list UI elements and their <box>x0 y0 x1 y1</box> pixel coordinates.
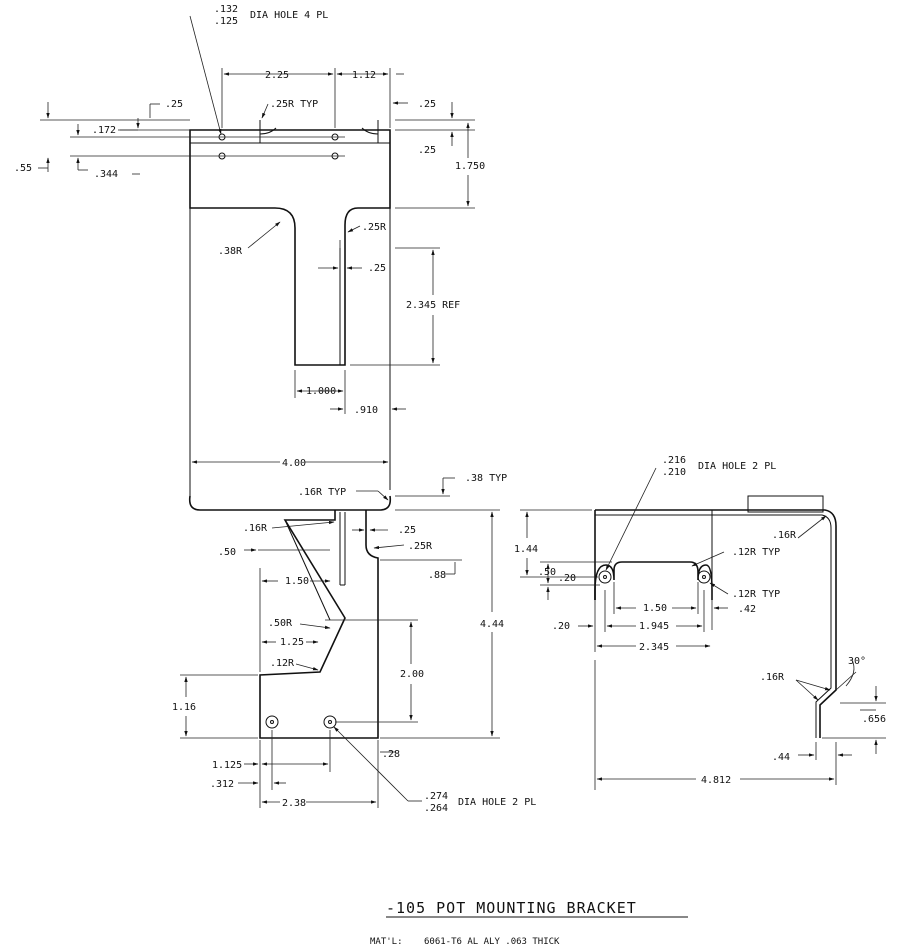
side-hole-1-center <box>603 575 607 579</box>
side-dim-1945: 1.945 <box>639 621 669 632</box>
side-dim-150: 1.50 <box>643 603 667 614</box>
dim-088: .88 <box>428 570 446 581</box>
side-hole-2 <box>697 570 711 584</box>
front-view-cut-line <box>284 519 331 621</box>
side-dim-042: .42 <box>738 604 756 615</box>
dim-200: 2.00 <box>400 669 424 680</box>
dim-025-d: .25 <box>368 263 386 274</box>
material-value: 6061-T6 AL ALY .063 THICK <box>424 937 560 947</box>
front-hole-2-center <box>328 720 332 724</box>
dim-012r: .12R <box>270 658 295 669</box>
side-view-outline <box>595 509 837 738</box>
dim-025: .25 <box>398 525 416 536</box>
dim-116: 1.16 <box>172 702 196 713</box>
side-hole-2-center <box>702 575 706 579</box>
side-hole-note: DIA HOLE 2 PL <box>698 461 776 472</box>
top-hole-dia-hi: .132 <box>214 4 238 15</box>
material-label: MAT'L: <box>370 937 403 947</box>
side-view-slot-profile <box>594 561 713 600</box>
dim-125: 1.25 <box>280 637 304 648</box>
side-dim-050: .50 <box>538 567 556 578</box>
side-dim-044: .44 <box>772 752 790 763</box>
top-view-tab-cutout <box>259 120 379 144</box>
dim-238: 2.38 <box>282 798 306 809</box>
side-dim-2345: 2.345 <box>639 642 669 653</box>
front-view-body <box>259 510 379 739</box>
side-dim-020-b: .20 <box>552 621 570 632</box>
side-view-tab <box>747 495 824 513</box>
front-hole-1 <box>265 715 279 729</box>
dim-400: 4.00 <box>282 458 306 469</box>
dim-050r: .50R <box>268 618 293 629</box>
front-view-flange <box>188 495 392 511</box>
side-dim-016r-b: .16R <box>760 672 785 683</box>
drawing-title: -105 POT MOUNTING BRACKET <box>386 899 637 917</box>
dim-016r: .16R <box>243 523 268 534</box>
side-dim-0656: .656 <box>862 714 886 725</box>
side-dim-012r-typ-b: .12R TYP <box>732 589 780 600</box>
side-dim-144: 1.44 <box>514 544 538 555</box>
side-hole-dia-hi: .216 <box>662 455 686 466</box>
dim-1750: 1.750 <box>455 161 485 172</box>
dim-025-b: .25 <box>418 99 436 110</box>
side-view-inner <box>595 514 832 738</box>
dim-2345ref: 2.345 REF <box>406 300 460 311</box>
top-view-tab-radius-left <box>259 127 277 135</box>
dim-444: 4.44 <box>480 619 504 630</box>
side-dim-4812: 4.812 <box>701 775 731 786</box>
side-view: .216 .210 DIA HOLE 2 PL .16R 1.44 .12R T… <box>514 455 886 790</box>
top-hole-leader <box>189 15 222 135</box>
front-view: .16R TYP .38 TYP .16R .25 .25R .50 .88 1… <box>172 473 536 814</box>
side-dim-30: 30° <box>848 656 866 667</box>
dim-112: 1.12 <box>352 70 376 81</box>
dim-038-typ: .38 TYP <box>465 473 507 484</box>
front-hole-dia-lo: .264 <box>424 803 448 814</box>
dim-055: .55 <box>14 163 32 174</box>
dim-150: 1.50 <box>285 576 309 587</box>
top-view-tab-radius-right <box>361 127 379 135</box>
front-hole-1-center <box>270 720 274 724</box>
top-hole-note: DIA HOLE 4 PL <box>250 10 328 21</box>
top-hole-dia-lo: .125 <box>214 16 238 27</box>
dim-1125: 1.125 <box>212 760 242 771</box>
dim-0910: .910 <box>354 405 378 416</box>
front-hole-note: DIA HOLE 2 PL <box>458 797 536 808</box>
dim-1000: 1.000 <box>306 386 336 397</box>
dim-050: .50 <box>218 547 236 558</box>
side-dim-020-a: .20 <box>558 573 576 584</box>
dim-038r: .38R <box>218 246 243 257</box>
dim-025r: .25R <box>362 222 387 233</box>
top-view: .132 .125 DIA HOLE 4 PL 2.25 1.12 .25 .2… <box>14 4 485 498</box>
side-dim-016r-a: .16R <box>772 530 797 541</box>
dim-016r-typ: .16R TYP <box>298 487 346 498</box>
dim-0172: .172 <box>92 125 116 136</box>
dim-025-a: .25 <box>165 99 183 110</box>
dim-028: .28 <box>382 749 400 760</box>
front-hole-2 <box>323 715 337 729</box>
side-hole-dia-lo: .210 <box>662 467 686 478</box>
dim-0344: .344 <box>94 169 118 180</box>
dim-0312: .312 <box>210 779 234 790</box>
front-hole-dia-hi: .274 <box>424 791 448 802</box>
dim-025-c: .25 <box>418 145 436 156</box>
dim-025r: .25R <box>408 541 433 552</box>
side-hole-1 <box>598 570 612 584</box>
top-view-outline <box>189 129 391 366</box>
dim-225: 2.25 <box>265 70 289 81</box>
side-dim-012r-typ-a: .12R TYP <box>732 547 780 558</box>
dim-025r-typ: .25R TYP <box>270 99 318 110</box>
